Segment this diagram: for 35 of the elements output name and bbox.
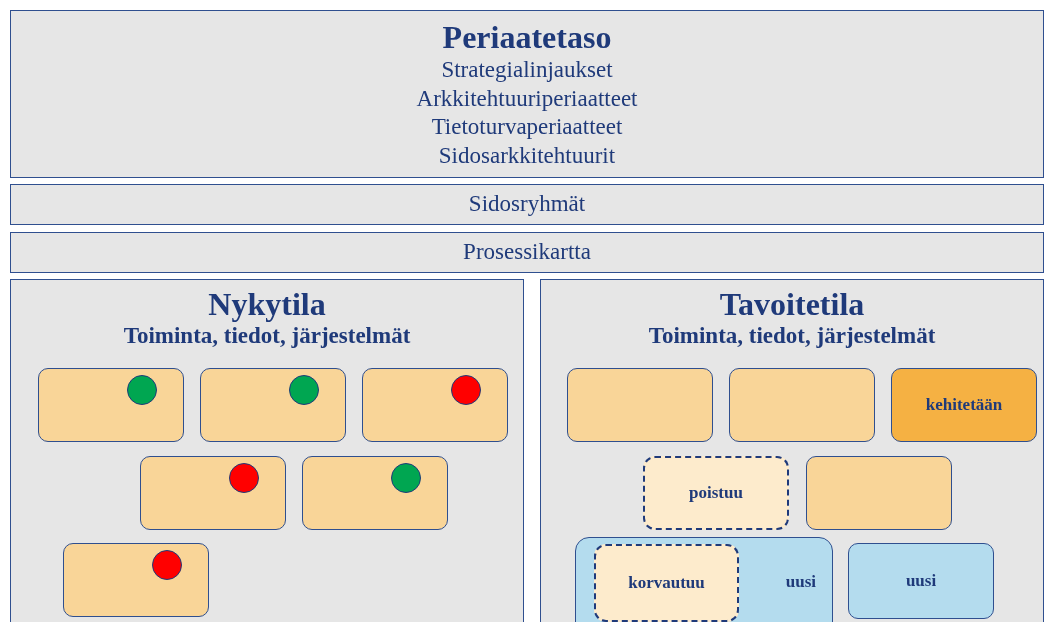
panel-subheading: Toiminta, tiedot, järjestelmät [648, 322, 936, 350]
card-label: poistuu [689, 483, 743, 503]
band-box [10, 10, 1044, 178]
card [575, 537, 833, 622]
card [140, 456, 286, 530]
band-label: Prosessikartta [463, 238, 591, 267]
band-box [10, 232, 1044, 273]
card [643, 456, 789, 530]
card [594, 544, 739, 622]
card-label: uusi [905, 571, 937, 591]
card [567, 368, 713, 442]
panel-heading: Tavoitetila [719, 286, 865, 322]
card [891, 368, 1037, 442]
card-label: kehitetään [925, 395, 1003, 415]
panel-heading: Nykytila [208, 286, 326, 322]
heading: Periaatetaso [442, 18, 612, 56]
band-label: Strategialinjaukset [441, 56, 613, 84]
card [848, 543, 994, 619]
band-label: Arkkitehtuuriperiaatteet [416, 84, 638, 113]
band-label: Sidosryhmät [468, 190, 586, 219]
panel [10, 279, 524, 622]
panel [540, 279, 1044, 622]
band-label: Sidosarkkitehtuurit [438, 141, 616, 170]
panel-subheading: Toiminta, tiedot, järjestelmät [123, 322, 411, 350]
card-label: uusi [785, 572, 816, 592]
card [302, 456, 448, 530]
band-label: Tietoturvaperiaatteet [431, 113, 623, 141]
card [362, 368, 508, 442]
band-box [10, 184, 1044, 225]
card-label: korvautuu [628, 573, 705, 593]
card [729, 368, 875, 442]
card [38, 368, 184, 442]
card [200, 368, 346, 442]
card [63, 543, 209, 617]
card [806, 456, 952, 530]
